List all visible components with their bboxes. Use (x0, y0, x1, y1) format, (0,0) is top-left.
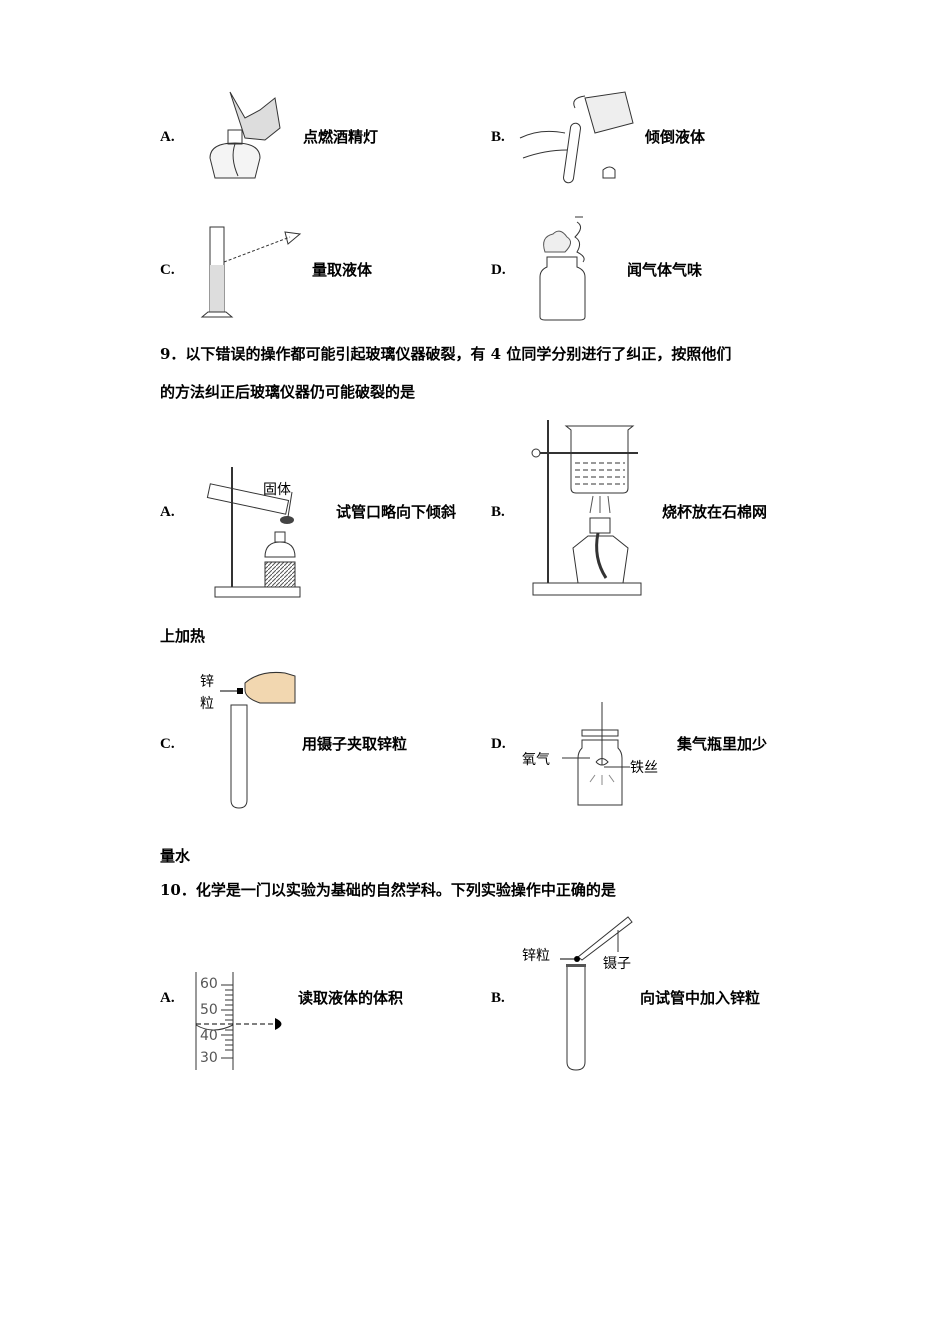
option-text: 闻气体气味 (627, 261, 703, 279)
question-9-stem-line-2: 的方法纠正后玻璃仪器仍可能破裂的是 (160, 383, 416, 401)
adding-zinc-figure (560, 916, 633, 1071)
option-text: 倾倒液体 (645, 128, 706, 146)
option-letter-b: B. (491, 129, 505, 145)
zinc-label: 锌 (200, 674, 214, 690)
question-10-stem: 10．化学是一门以实验为基础的自然学科。下列实验操作中正确的是 (160, 881, 616, 899)
question-9-stem-line-1: 9．以下错误的操作都可能引起玻璃仪器破裂，有 4 位同学分别进行了纠正，按照他们 (160, 345, 732, 363)
option-text: 集气瓶里加少 (677, 735, 768, 753)
option-letter-b: B. (491, 990, 505, 1006)
option-text: 向试管中加入锌粒 (640, 989, 761, 1007)
zinc-label: 粒 (200, 696, 214, 712)
scale-label-50: 50 (200, 1002, 218, 1018)
option-text: 量取液体 (312, 261, 373, 279)
oxygen-label: 氧气 (522, 752, 550, 768)
smelling-gas-figure (539, 216, 586, 321)
iron-wire-combustion-figure (562, 702, 630, 806)
option-letter-c: C. (160, 736, 175, 752)
option-letter-a: A. (160, 504, 175, 520)
option-letter-d: D. (491, 736, 506, 752)
option-letter-d: D. (491, 262, 506, 278)
option-text-continuation: 量水 (160, 847, 191, 865)
heating-test-tube-figure (206, 467, 301, 598)
scale-label-30: 30 (200, 1050, 218, 1066)
pouring-liquid-figure (519, 91, 634, 184)
iron-wire-label: 铁丝 (630, 760, 658, 776)
option-text: 烧杯放在石棉网 (662, 503, 768, 521)
graduated-cylinder-figure (200, 226, 302, 318)
tweezers-label: 镊子 (603, 956, 631, 972)
zinc-label: 锌粒 (522, 948, 550, 964)
option-text: 用镊子夹取锌粒 (302, 735, 408, 753)
solid-label: 固体 (263, 482, 291, 498)
scale-label-60: 60 (200, 976, 218, 992)
option-text: 试管口略向下倾斜 (336, 503, 457, 521)
option-text: 点燃酒精灯 (303, 128, 379, 146)
option-letter-a: A. (160, 129, 175, 145)
tweezers-zinc-figure (220, 672, 296, 809)
option-letter-c: C. (160, 262, 175, 278)
option-text: 读取液体的体积 (298, 989, 404, 1007)
option-letter-b: B. (491, 504, 505, 520)
reading-volume-figure (195, 972, 282, 1070)
alcohol-lamp-lighting-figure (209, 91, 281, 179)
option-letter-a: A. (160, 990, 175, 1006)
option-text-continuation: 上加热 (160, 627, 206, 645)
heating-beaker-figure (531, 420, 642, 596)
scale-label-40: 40 (200, 1028, 218, 1044)
